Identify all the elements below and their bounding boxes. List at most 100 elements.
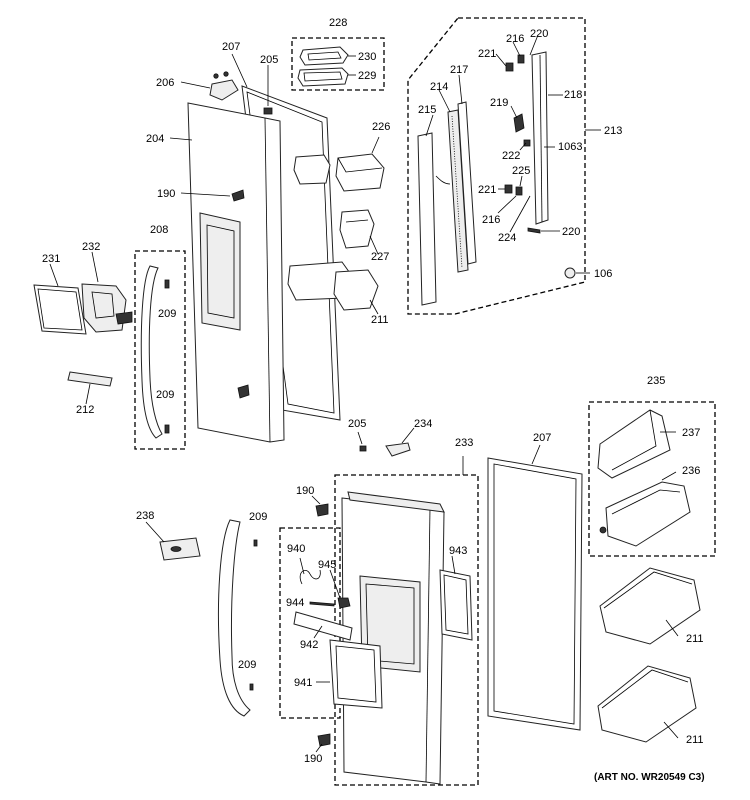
label-231: 231	[42, 253, 60, 265]
part-216-clip-upper	[517, 54, 525, 64]
label-207-lower: 207	[533, 432, 551, 444]
label-235: 235	[647, 375, 665, 387]
label-213: 213	[604, 125, 622, 137]
part-218-rail	[531, 51, 549, 225]
label-229: 229	[358, 70, 376, 82]
part-227-bin	[339, 209, 375, 249]
label-941: 941	[294, 677, 312, 689]
label-230: 230	[358, 51, 376, 63]
label-234: 234	[414, 418, 432, 430]
label-205-lower: 205	[348, 418, 366, 430]
part-216-clip-lower	[515, 186, 523, 196]
part-209-screw-lower-b	[249, 683, 254, 691]
label-222: 222	[502, 150, 520, 162]
part-106-plug	[564, 267, 576, 279]
part-238-badge	[159, 537, 201, 561]
part-940-wire	[299, 569, 321, 585]
part-209-screw-lower-a	[253, 539, 258, 547]
part-221-clip-upper	[505, 62, 514, 72]
part-209-screw-lower	[164, 424, 170, 434]
label-236: 236	[682, 465, 700, 477]
art-number: (ART NO. WR20549 C3)	[594, 772, 705, 783]
label-221-lower: 221	[478, 184, 496, 196]
part-942-bar	[293, 611, 353, 641]
label-190-bottom: 190	[304, 753, 322, 765]
label-232: 232	[82, 241, 100, 253]
label-208: 208	[150, 224, 168, 236]
label-1063: 1063	[558, 141, 582, 153]
label-207-upper: 207	[222, 41, 240, 53]
part-212-bar	[67, 371, 113, 387]
label-211-right-lower: 211	[686, 734, 704, 746]
label-215: 215	[418, 104, 436, 116]
label-211-upper: 211	[371, 314, 389, 326]
label-226: 226	[372, 121, 390, 133]
group-213-box	[407, 17, 586, 315]
label-225: 225	[512, 165, 530, 177]
part-211-bin-right-upper	[599, 567, 701, 645]
label-211-right-upper: 211	[686, 633, 704, 645]
label-943: 943	[449, 545, 467, 557]
part-208-handle	[140, 265, 163, 439]
part-190-screw-upper	[231, 189, 245, 202]
part-233-door	[341, 491, 445, 785]
part-226-bin-left	[293, 154, 331, 185]
label-204: 204	[146, 133, 164, 145]
part-944-pin	[309, 601, 335, 607]
part-230-cover	[299, 46, 349, 66]
part-237-cover	[597, 409, 671, 479]
group-940-box	[279, 527, 341, 719]
part-221-clip-lower	[504, 184, 513, 194]
label-205-upper: 205	[260, 54, 278, 66]
label-237: 237	[682, 427, 700, 439]
label-942: 942	[300, 639, 318, 651]
group-235-box	[588, 401, 716, 557]
part-205-cap-upper	[263, 107, 273, 115]
part-205-cap-lower	[359, 445, 367, 452]
label-220-upper: 220	[530, 28, 548, 40]
part-211-bin-upper-right	[333, 269, 379, 311]
part-217-strip	[457, 101, 477, 265]
wire	[435, 175, 451, 185]
label-228: 228	[329, 17, 347, 29]
part-234-clip	[385, 442, 411, 457]
group-208-box	[134, 250, 186, 450]
part-226-bin	[335, 153, 385, 192]
part-232-module	[81, 283, 133, 333]
part-219-bracket	[513, 113, 525, 133]
label-944: 944	[286, 597, 304, 609]
label-940: 940	[287, 543, 305, 555]
label-206: 206	[156, 77, 174, 89]
part-214-strip	[447, 109, 469, 273]
part-945-clip	[337, 597, 351, 609]
group-233-box	[334, 474, 479, 786]
label-190-upper: 190	[157, 188, 175, 200]
label-945: 945	[318, 559, 336, 571]
part-941-frame	[329, 639, 383, 709]
label-224: 224	[498, 232, 516, 244]
label-212: 212	[76, 404, 94, 416]
label-238: 238	[136, 510, 154, 522]
part-229-bin	[297, 67, 349, 87]
part-220-pin-lower	[527, 227, 541, 234]
part-236-bin	[599, 481, 691, 547]
label-106: 106	[594, 268, 612, 280]
label-227: 227	[371, 251, 389, 263]
label-209-b: 209	[156, 389, 174, 401]
part-209-screw-upper	[164, 279, 170, 289]
part-190-screw-lower	[237, 384, 250, 399]
label-216-upper: 216	[506, 33, 524, 45]
label-216-lower: 216	[482, 214, 500, 226]
part-207-gasket-lower	[487, 457, 583, 731]
part-190-screw-mid	[315, 503, 329, 517]
label-214: 214	[430, 81, 448, 93]
label-209-c: 209	[249, 511, 267, 523]
label-219: 219	[490, 97, 508, 109]
part-handle-lower	[217, 519, 251, 717]
part-211-bin-right-lower	[597, 665, 697, 743]
part-231-panel	[33, 284, 87, 335]
part-215-strip	[417, 132, 437, 306]
label-233: 233	[455, 437, 473, 449]
label-221-upper: 221	[478, 48, 496, 60]
